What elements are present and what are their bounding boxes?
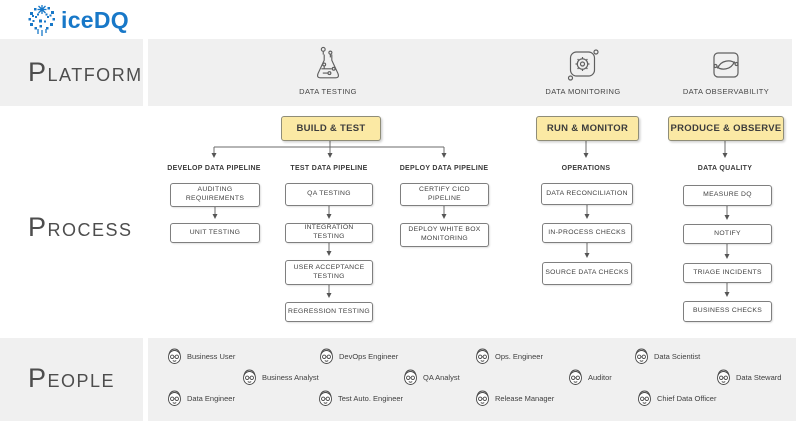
section-label-platform: Platform (28, 57, 143, 87)
logo: iceDQ (26, 3, 129, 37)
person-face-icon (638, 390, 651, 406)
person-face-icon (320, 348, 333, 364)
process-box: UNIT TESTING (170, 223, 260, 243)
person-face-icon (635, 348, 648, 364)
person-release-manager: Release Manager (474, 388, 554, 408)
person-devops-engineer: DevOps Engineer (318, 346, 398, 366)
section-label-process: Process (28, 212, 133, 242)
platform-item-data-monitoring: DATA MONITORING (533, 46, 633, 96)
platform-band-right (148, 39, 792, 106)
person-label: Business User (187, 351, 236, 361)
phase-produce-and-observe: PRODUCE & OBSERVE (668, 116, 784, 141)
person-face-icon (319, 390, 332, 406)
column-title-develop-data-pipeline: DEVELOP DATA PIPELINE (167, 165, 261, 172)
column-title-data-quality: DATA QUALITY (697, 165, 753, 172)
person-chief-data-officer: Chief Data Officer (636, 388, 716, 408)
column-title-test-data-pipeline: TEST DATA PIPELINE (290, 165, 368, 172)
platform-item-label: DATA OBSERVABILITY (682, 87, 770, 96)
gear-icon (567, 49, 599, 81)
observability-icon (713, 52, 739, 78)
brain-icon (28, 5, 55, 36)
person-face-icon (476, 390, 489, 406)
process-box: DEPLOY WHITE BOX MONITORING (400, 223, 489, 247)
person-data-scientist: Data Scientist (633, 346, 700, 366)
person-label: Ops. Engineer (495, 351, 543, 361)
person-data-steward: Data Steward (715, 367, 781, 387)
person-label: Chief Data Officer (657, 393, 717, 403)
person-label: Data Scientist (654, 351, 701, 361)
process-box: SOURCE DATA CHECKS (542, 262, 632, 285)
process-box: DATA RECONCILIATION (541, 183, 633, 205)
process-box: TRIAGE INCIDENTS (683, 263, 772, 283)
column-title-operations: OPERATIONS (561, 165, 611, 172)
phase-run-and-monitor: RUN & MONITOR (536, 116, 639, 141)
process-box: REGRESSION TESTING (285, 302, 373, 322)
phase-build-and-test: BUILD & TEST (281, 116, 381, 141)
process-box: USER ACCEPTANCE TESTING (285, 260, 373, 285)
person-face-icon (404, 369, 417, 385)
section-label-people: People (28, 363, 116, 393)
person-face-icon (168, 390, 181, 406)
person-label: Auditor (588, 372, 612, 382)
person-qa-analyst: QA Analyst (402, 367, 460, 387)
person-business-analyst: Business Analyst (241, 367, 319, 387)
person-label: Data Engineer (187, 393, 235, 403)
logo-text: iceDQ (61, 6, 129, 33)
person-face-icon (569, 369, 582, 385)
person-face-icon (243, 369, 256, 385)
platform-item-data-observability: DATA OBSERVABILITY (676, 46, 776, 96)
person-business-user: Business User (166, 346, 235, 366)
people-band-left (0, 338, 143, 421)
platform-band-left (0, 39, 143, 106)
process-box: CERTIFY CICD PIPELINE (400, 183, 489, 206)
person-label: DevOps Engineer (339, 351, 399, 361)
process-box: BUSINESS CHECKS (683, 301, 772, 322)
person-label: Release Manager (495, 393, 555, 403)
person-face-icon (717, 369, 730, 385)
column-title-deploy-data-pipeline: DEPLOY DATA PIPELINE (399, 165, 489, 172)
platform-item-data-testing: DATA TESTING (278, 46, 378, 96)
person-ops-engineer: Ops. Engineer (474, 346, 543, 366)
person-auditor: Auditor (567, 367, 612, 387)
person-face-icon (476, 348, 489, 364)
process-box: MEASURE DQ (683, 185, 772, 206)
process-box: QA TESTING (285, 183, 373, 206)
flask-icon (317, 46, 339, 79)
process-box: INTEGRATION TESTING (285, 223, 373, 243)
person-label: Test Auto. Engineer (338, 393, 404, 403)
person-test-auto-engineer: Test Auto. Engineer (317, 388, 403, 408)
platform-item-label: DATA TESTING (299, 87, 357, 96)
process-box: NOTIFY (683, 224, 772, 244)
people-band-right (148, 338, 796, 421)
person-label: Business Analyst (262, 372, 319, 382)
process-box: IN-PROCESS CHECKS (542, 223, 632, 243)
person-label: QA Analyst (423, 372, 460, 382)
process-box: AUDITING REQUIREMENTS (170, 183, 260, 207)
person-label: Data Steward (736, 372, 782, 382)
platform-item-label: DATA MONITORING (545, 87, 621, 96)
person-data-engineer: Data Engineer (166, 388, 235, 408)
person-face-icon (168, 348, 181, 364)
